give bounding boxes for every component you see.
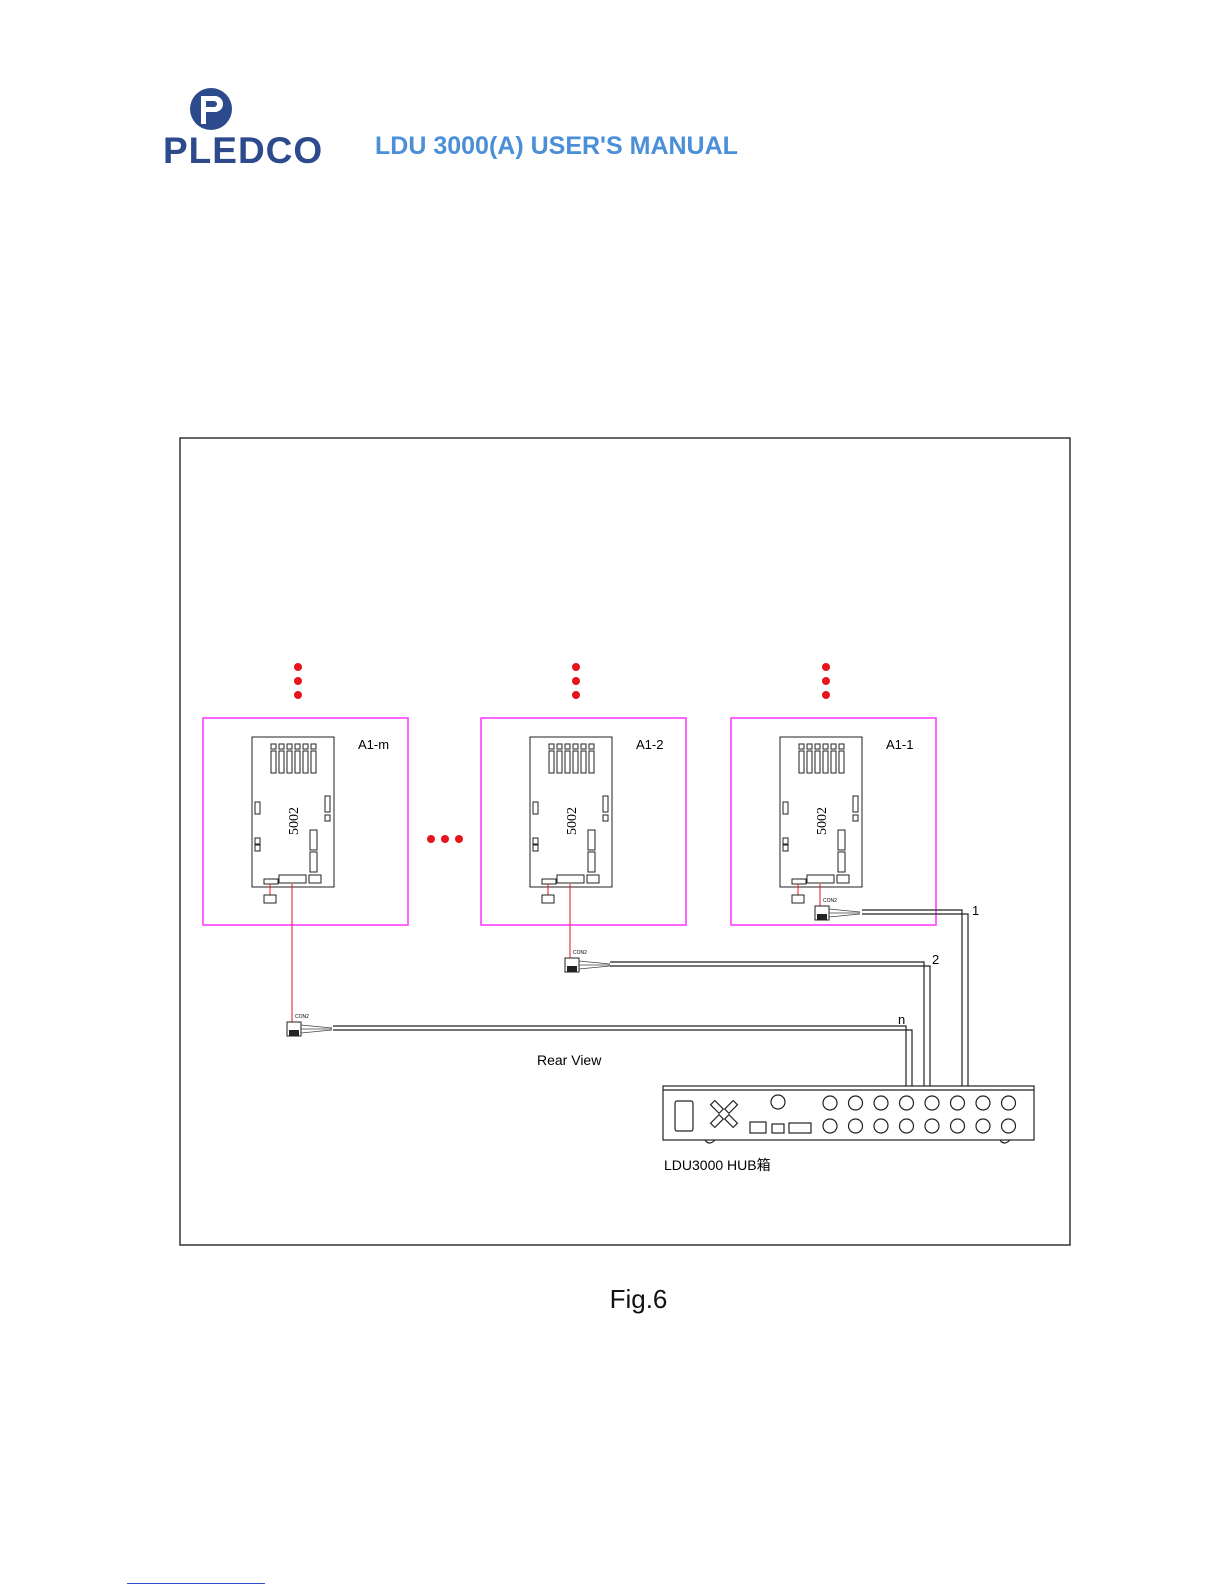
unit-border: [730, 717, 937, 926]
hub-box: [662, 1085, 1035, 1144]
unit-label: A1-2: [636, 737, 663, 752]
unit-label: A1-1: [886, 737, 913, 752]
continuation-dot: [294, 663, 302, 671]
continuation-dot: [572, 691, 580, 699]
connector-label: CON2: [823, 898, 837, 904]
receiving-board: [529, 736, 613, 888]
board-model-text: 5002: [815, 807, 830, 835]
rear-view-label: Rear View: [537, 1052, 602, 1068]
footer-link-underline: [127, 1583, 265, 1584]
hub-port: [873, 1118, 889, 1134]
continuation-dot: [572, 663, 580, 671]
hub-port: [1000, 1118, 1017, 1134]
board-model-text: 5002: [287, 807, 302, 835]
hub-port: [898, 1095, 915, 1111]
hub-ports: [822, 1095, 1017, 1134]
con3-connector: [541, 894, 555, 904]
continuation-dot: [822, 691, 830, 699]
pledco-logo-icon: [190, 88, 232, 130]
continuation-dot: [822, 663, 830, 671]
board-model-text: 5002: [565, 807, 580, 835]
hub-port: [873, 1095, 889, 1111]
cable-label-2: 2: [932, 952, 939, 967]
con3-connector: [791, 894, 805, 904]
hub-port: [822, 1118, 838, 1134]
receiving-board: [251, 736, 335, 888]
hub-port: [924, 1118, 940, 1134]
cable-label-1: 1: [972, 903, 979, 918]
hub-port: [847, 1095, 864, 1111]
hub-port: [924, 1095, 940, 1111]
hub-port: [847, 1118, 864, 1134]
ellipsis-dots: [427, 835, 463, 843]
manual-title: LDU 3000(A) USER'S MANUAL: [375, 132, 738, 160]
connector-label: CON2: [573, 950, 587, 956]
brand-name: PLEDCO: [163, 130, 324, 171]
hub-port: [949, 1118, 966, 1134]
continuation-dot: [294, 677, 302, 685]
diagram-frame: [179, 437, 1071, 1246]
hub-port: [949, 1095, 966, 1111]
con3-connector: [263, 894, 277, 904]
unit-label: A1-m: [358, 737, 389, 752]
cable-label-n: n: [898, 1012, 905, 1027]
unit-border: [202, 717, 409, 926]
continuation-dot: [822, 677, 830, 685]
hub-label: LDU3000 HUB箱: [664, 1157, 771, 1173]
hub-port: [822, 1095, 838, 1111]
hub-port: [898, 1118, 915, 1134]
connector-label: CON2: [295, 1014, 309, 1020]
unit-border: [480, 717, 687, 926]
hub-port: [1000, 1095, 1017, 1111]
hub-port: [975, 1118, 991, 1134]
continuation-dot: [572, 677, 580, 685]
hub-port: [975, 1095, 991, 1111]
cables: [333, 909, 969, 1086]
receiving-board: [779, 736, 863, 888]
continuation-dot: [294, 691, 302, 699]
figure-caption: Fig.6: [609, 1284, 668, 1314]
